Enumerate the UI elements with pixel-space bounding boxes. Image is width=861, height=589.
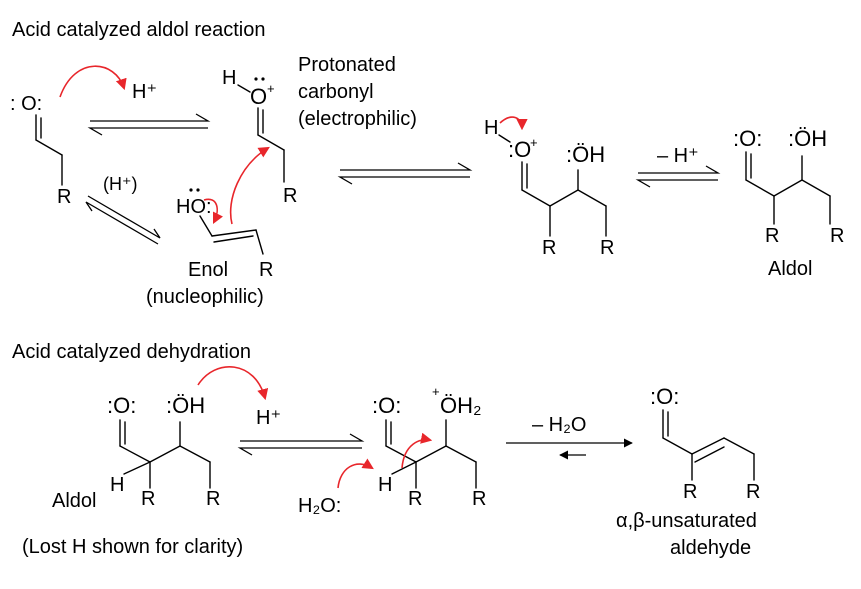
equilibrium-arrow-2 (337, 162, 473, 185)
oxonium-group: ÖH₂ (440, 393, 482, 418)
protonated-oxygen: O (250, 84, 267, 109)
enol-r-group: R (259, 259, 273, 281)
enol: HO: R (176, 188, 273, 281)
lost-h-note: (Lost H shown for clarity) (22, 536, 243, 558)
intermediate-hydroxyl: :ÖH (566, 142, 605, 167)
curly-arrow-enol-attack (229, 146, 270, 225)
aldol-carbonyl-oxygen: :O: (733, 126, 762, 151)
aldol-product: :O: R :ÖH R (733, 126, 844, 247)
enol-note-line1: Enol (188, 259, 228, 281)
enal-oxygen: :O: (650, 384, 679, 409)
curly-arrow-enol-lonepair (203, 198, 224, 225)
enal-r-group-2: R (746, 481, 760, 503)
oxonium-r-group-1: R (408, 488, 422, 510)
enal-r-group-1: R (683, 481, 697, 503)
dehydration-hydroxyl: :ÖH (166, 393, 205, 418)
equilibrium-arrow-3 (635, 165, 721, 188)
oxonium-charge: + (432, 384, 440, 399)
aldol-r-group-2: R (830, 225, 844, 247)
equilibrium-arrow-4 (237, 433, 365, 456)
protonated-note-line2: carbonyl (298, 81, 374, 103)
curly-arrow-water-attack (337, 458, 374, 489)
dehydration-alpha-h: H (110, 474, 124, 496)
protonated-r-group: R (283, 185, 297, 207)
aldol-label: Aldol (768, 258, 812, 280)
dehydration-aldol-label: Aldol (52, 490, 96, 512)
minus-water: – H₂O (532, 414, 586, 436)
protonated-note-line1: Protonated (298, 54, 396, 76)
protonated-aldol-intermediate: H :O + R :ÖH R (484, 116, 614, 259)
dehydration-r-group-2: R (206, 488, 220, 510)
intermediate-h: H (484, 117, 498, 139)
section2-title: Acid catalyzed dehydration (12, 341, 251, 363)
protonated-h: H (222, 67, 236, 89)
oxonium-carbonyl-oxygen: :O: (372, 393, 401, 418)
oxonium-alpha-h: H (378, 474, 392, 496)
unsaturated-aldehyde: :O: R R (650, 384, 760, 503)
oxonium-r-group-2: R (472, 488, 486, 510)
enol-note-line2: (nucleophilic) (146, 286, 264, 308)
protonated-note-line3: (electrophilic) (298, 108, 417, 130)
product-note-line1: α,β-unsaturated (616, 510, 757, 532)
section1-title: Acid catalyzed aldol reaction (12, 19, 265, 41)
enol-ho: HO: (176, 196, 212, 218)
minus-h-plus: – H⁺ (657, 145, 699, 167)
equilibrium-arrow-enol (85, 195, 161, 245)
curly-arrow-protonation (59, 65, 127, 98)
dehydration-carbonyl-oxygen: :O: (107, 393, 136, 418)
curly-arrow-bond-shift (401, 432, 433, 469)
aldol-r-group-1: R (765, 225, 779, 247)
reactant-r-group: R (57, 186, 71, 208)
curly-arrow-proton-transfer (499, 116, 528, 131)
intermediate-charge: + (530, 135, 538, 150)
protonated-carbonyl: H O + R (222, 67, 297, 207)
reactant-aldehyde: : O: R (10, 93, 71, 208)
aldol-hydroxyl: :ÖH (788, 126, 827, 151)
h-plus-catalyst: (H⁺) (103, 174, 138, 194)
water-molecule: H₂O: (298, 495, 341, 517)
protonated-alcohol-intermediate: :O: R H + ÖH₂ R (372, 384, 486, 510)
curly-arrow-oh-protonation (197, 366, 269, 401)
protonated-charge: + (267, 81, 275, 96)
h-plus-1: H⁺ (132, 81, 157, 103)
dehydration-aldol: :O: R H :ÖH R (107, 393, 220, 510)
dehydration-r-group-1: R (141, 488, 155, 510)
intermediate-r-group-1: R (542, 237, 556, 259)
reactant-oxygen: : O: (10, 93, 42, 115)
h-plus-2: H⁺ (256, 407, 281, 429)
intermediate-oxygen: :O (508, 137, 531, 162)
product-note-line2: aldehyde (670, 537, 751, 559)
elimination-arrow (506, 438, 633, 460)
equilibrium-arrow-1 (87, 113, 211, 136)
intermediate-r-group-2: R (600, 237, 614, 259)
